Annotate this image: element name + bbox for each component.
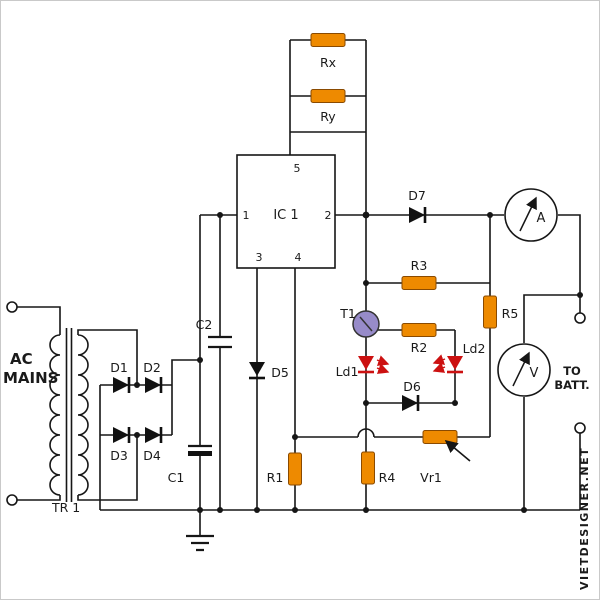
diode-d4: D4 (143, 427, 163, 463)
ic1-pin5-label: 5 (294, 162, 301, 175)
core-lines (65, 328, 73, 502)
ic1-pin3-label: 3 (256, 251, 263, 264)
resistor-r5: R5 (483, 295, 519, 329)
battery-output: TO BATT. (554, 312, 590, 434)
transformer-tr1: TR 1 (49, 328, 89, 515)
ac-mains-label-line1: AC (10, 350, 33, 368)
ic1-pin1-label: 1 (243, 209, 250, 222)
transistor-t1-label: T1 (339, 306, 356, 321)
ic1: IC 1 5 1 2 3 4 (236, 154, 336, 269)
transistor-t1: T1 (339, 306, 380, 338)
batt-terminal-top (574, 312, 586, 324)
watermark-text: VIETDESIGNER.NET (578, 447, 591, 590)
diode-d4-label: D4 (143, 448, 161, 463)
voltmeter-label: V (530, 366, 539, 381)
led-ld2-label: Ld2 (463, 341, 486, 356)
resistor-r4: R4 (361, 451, 396, 485)
resistor-r1: R1 (267, 452, 302, 486)
capacitor-c2-label: C2 (196, 317, 213, 332)
diode-d3: D3 (110, 427, 131, 463)
rx-ry-network: Rx Ry (310, 33, 346, 124)
to-batt-label-line1: TO (563, 364, 581, 378)
resistor-r4-label: R4 (379, 470, 396, 485)
diode-d5-label: D5 (271, 365, 289, 380)
resistor-r3: R3 (401, 258, 437, 290)
wires-center (199, 39, 367, 536)
ic1-label: IC 1 (273, 208, 298, 223)
ac-terminal-bottom (6, 494, 18, 506)
resistor-r5-label: R5 (502, 306, 519, 321)
resistor-r1-label: R1 (267, 470, 284, 485)
diode-d2-label: D2 (143, 360, 161, 375)
ammeter-label: A (537, 211, 546, 226)
diode-d1-label: D1 (110, 360, 128, 375)
resistor-rx-label: Rx (320, 55, 336, 70)
ac-mains-label-line2: MAINS (3, 369, 58, 387)
ac-terminal-top (6, 301, 18, 313)
voltmeter-needle (512, 351, 530, 387)
diode-d6: D6 (402, 379, 421, 411)
ic1-body (236, 154, 336, 269)
ammeter: A (504, 188, 558, 242)
resistor-ry: Ry (310, 89, 346, 124)
diode-d6-label: D6 (403, 379, 421, 394)
diode-d3-label: D3 (110, 448, 128, 463)
voltmeter: V (497, 343, 551, 397)
resistor-r3-label: R3 (411, 258, 428, 273)
potentiometer-vr1: Vr1 (420, 430, 471, 485)
capacitor-c1-label: C1 (168, 470, 185, 485)
resistor-ry-label: Ry (320, 109, 336, 124)
capacitor-c2: C2 (196, 317, 232, 349)
led-ld1: Ld1 (336, 355, 390, 379)
vr1-wiper-arrow (444, 439, 471, 462)
primary-winding (49, 334, 61, 496)
capacitor-c1: C1 (168, 444, 212, 485)
resistor-r2-label: R2 (411, 340, 428, 355)
resistor-rx: Rx (310, 33, 346, 70)
to-batt-label-line2: BATT. (554, 378, 589, 392)
resistor-r2: R2 (401, 323, 437, 355)
led-ld1-label: Ld1 (336, 364, 359, 379)
diode-d5: D5 (249, 362, 289, 380)
ac-input: AC MAINS (3, 301, 58, 506)
junction-dots (134, 211, 583, 513)
bridge-rectifier: D1 D2 D3 D4 (110, 360, 163, 463)
batt-terminal-bottom (574, 422, 586, 434)
transformer-label: TR 1 (51, 500, 80, 515)
ground-symbol (186, 534, 214, 552)
diode-d7-label: D7 (408, 188, 426, 203)
diode-d2: D2 (143, 360, 163, 393)
ammeter-needle (519, 196, 537, 232)
diode-d1: D1 (110, 360, 131, 393)
diode-d7: D7 (408, 188, 427, 223)
led-ld2: Ld2 (432, 341, 486, 374)
ic1-pin4-label: 4 (295, 251, 302, 264)
potentiometer-vr1-label: Vr1 (420, 470, 442, 485)
ic1-pin2-label: 2 (325, 209, 332, 222)
secondary-winding (77, 334, 89, 496)
